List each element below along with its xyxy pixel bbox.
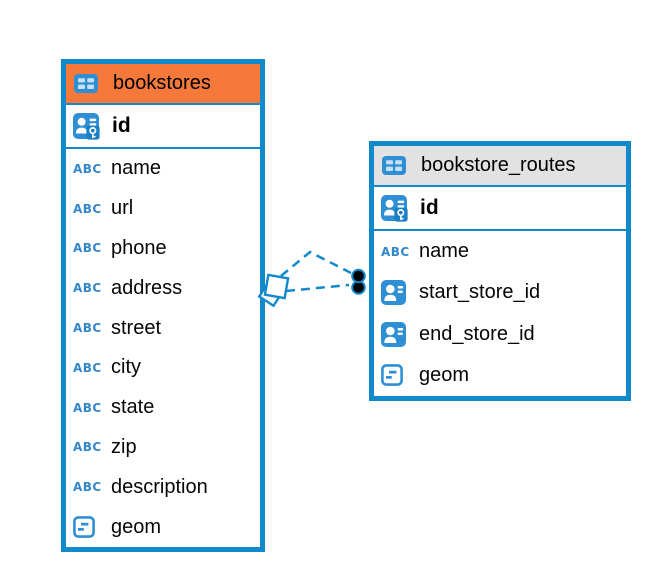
relationship-line-lower[interactable] [285, 283, 350, 293]
table-header[interactable]: bookstores [66, 64, 260, 105]
column-name: zip [111, 435, 137, 458]
column-name: end_store_id [419, 322, 535, 345]
column-row[interactable]: ABC description [66, 467, 260, 507]
column-row[interactable]: ABC street [66, 308, 260, 348]
column-name: phone [111, 236, 167, 259]
column-name: street [111, 316, 162, 339]
table-title: bookstores [113, 72, 211, 94]
text-abc-icon: ABC [381, 244, 410, 259]
person-ref-icon [381, 280, 411, 306]
text-abc-icon: ABC [73, 321, 102, 336]
double-dot-marker[interactable] [351, 268, 366, 295]
table-node-bookstore-routes[interactable]: bookstore_routes id ABC name [369, 141, 631, 401]
column-name: state [111, 396, 155, 419]
person-ref-icon [381, 321, 411, 347]
column-name: name [419, 240, 470, 263]
column-row[interactable]: ABC url [66, 189, 260, 229]
table-grid-icon [382, 156, 412, 175]
text-abc-icon: ABC [73, 161, 102, 176]
relationship-line-upper[interactable] [280, 250, 352, 277]
column-row[interactable]: ABC name [374, 231, 626, 272]
primary-key-name: id [420, 196, 439, 219]
table-grid-icon [74, 74, 104, 93]
column-row[interactable]: end_store_id [374, 314, 626, 355]
column-row[interactable]: ABC city [66, 348, 260, 388]
diamond-marker[interactable] [257, 273, 290, 308]
column-row[interactable]: ABC address [66, 268, 260, 308]
text-abc-icon: ABC [73, 281, 102, 296]
primary-key-row[interactable]: id [66, 105, 260, 149]
columns-container: ABC name start_store_id end_store_id geom [374, 231, 626, 396]
primary-key-name: id [112, 114, 131, 137]
text-abc-icon: ABC [73, 241, 102, 256]
person-key-icon [381, 194, 411, 222]
column-row[interactable]: geom [374, 355, 626, 396]
column-name: description [111, 475, 208, 498]
column-row[interactable]: ABC phone [66, 229, 260, 269]
table-header[interactable]: bookstore_routes [374, 146, 626, 187]
geometry-icon [381, 364, 411, 387]
column-row[interactable]: ABC zip [66, 428, 260, 468]
person-key-icon [73, 112, 103, 140]
column-row[interactable]: ABC state [66, 388, 260, 428]
column-name: name [111, 157, 162, 180]
text-abc-icon: ABC [73, 480, 102, 495]
column-name: geom [111, 515, 162, 538]
text-abc-icon: ABC [73, 201, 102, 216]
text-abc-icon: ABC [73, 360, 102, 375]
column-name: address [111, 276, 183, 299]
column-name: city [111, 356, 141, 379]
primary-key-row[interactable]: id [374, 187, 626, 231]
text-abc-icon: ABC [73, 440, 102, 455]
column-name: url [111, 197, 134, 220]
column-row[interactable]: start_store_id [374, 272, 626, 313]
geometry-icon [73, 516, 103, 538]
column-row[interactable]: ABC name [66, 149, 260, 189]
column-name: geom [419, 363, 470, 386]
table-title: bookstore_routes [421, 154, 576, 176]
column-name: start_store_id [419, 281, 541, 304]
column-row[interactable]: geom [66, 507, 260, 547]
text-abc-icon: ABC [73, 400, 102, 415]
